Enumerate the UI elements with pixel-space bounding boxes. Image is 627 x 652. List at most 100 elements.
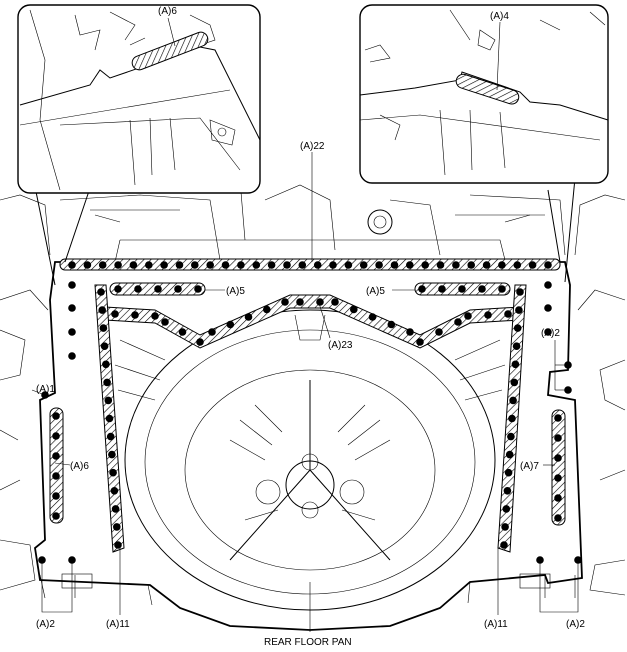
weld-spot xyxy=(564,361,572,369)
weld-spot xyxy=(498,261,506,269)
weld-spot xyxy=(267,261,276,269)
weld-spot xyxy=(196,338,204,346)
caption-rear-floor-pan: REAR FLOOR PAN xyxy=(264,637,352,648)
weld-spot xyxy=(554,414,562,422)
seam-a6-side xyxy=(49,407,64,524)
weld-spot xyxy=(478,285,486,293)
weld-spot xyxy=(484,311,492,319)
weld-spot xyxy=(83,261,92,269)
weld-spot xyxy=(103,378,111,387)
weld-spot xyxy=(208,328,216,336)
weld-spot xyxy=(134,285,142,293)
weld-spot xyxy=(114,541,122,549)
label-a11-right: (A)11 xyxy=(484,619,508,630)
weld-spot xyxy=(281,298,289,306)
weld-spot xyxy=(52,452,60,460)
label-a2-bottom-right: (A)2 xyxy=(566,619,585,630)
weld-spot xyxy=(503,487,512,495)
weld-spot xyxy=(564,386,572,394)
weld-spot xyxy=(114,285,122,293)
weld-spot xyxy=(68,328,76,336)
weld-spot xyxy=(544,261,552,269)
weld-spot xyxy=(421,261,430,269)
weld-spot xyxy=(452,261,460,269)
weld-spot xyxy=(454,318,462,326)
weld-spot xyxy=(554,454,562,462)
weld-spot xyxy=(97,288,105,296)
weld-spot xyxy=(252,261,261,269)
weld-spot xyxy=(554,494,562,502)
right-inset xyxy=(359,4,609,184)
weld-spot xyxy=(313,261,322,269)
weld-spot xyxy=(68,304,76,312)
weld-spot xyxy=(52,492,60,500)
weld-spot xyxy=(194,285,202,293)
weld-spot xyxy=(68,261,76,269)
weld-spot xyxy=(244,313,253,321)
leader-lines xyxy=(31,17,579,632)
weld-spot xyxy=(344,261,353,269)
weld-spot xyxy=(502,505,511,513)
weld-spot xyxy=(464,312,472,320)
weld-spot xyxy=(511,360,520,369)
weld-spot xyxy=(435,328,443,336)
label-inset-a6: (A)6 xyxy=(158,6,177,17)
weld-spot xyxy=(104,396,113,405)
weld-spot xyxy=(145,261,153,269)
weld-spot xyxy=(178,328,187,336)
weld-spot xyxy=(226,320,235,329)
weld-spot xyxy=(505,450,514,459)
body-structure xyxy=(0,179,626,596)
callout-labels: (A)6 (A)4 (A)22 (A)5 (A)5 (A)23 (A)1 (A)… xyxy=(36,6,585,648)
weld-spot xyxy=(98,261,107,269)
weld-spot xyxy=(98,306,106,314)
weld-spot xyxy=(375,261,383,269)
weld-spot xyxy=(528,261,537,269)
weld-spot xyxy=(350,305,358,314)
label-a7: (A)7 xyxy=(520,461,539,472)
weld-spot xyxy=(504,310,512,318)
label-a6-side: (A)6 xyxy=(70,461,89,472)
weld-spot xyxy=(52,512,60,520)
weld-spot xyxy=(52,412,60,420)
inset-seam-a6 xyxy=(131,31,209,71)
weld-spot xyxy=(316,298,324,306)
weld-spot xyxy=(111,310,119,318)
weld-spot xyxy=(387,320,396,329)
weld-spot xyxy=(102,360,110,369)
weld-spot xyxy=(436,261,445,269)
weld-spot xyxy=(111,505,120,513)
weld-spot xyxy=(110,487,119,495)
weld-spot xyxy=(516,288,524,296)
weld-spot xyxy=(114,261,122,269)
left-inset xyxy=(17,4,261,194)
weld-spot xyxy=(504,468,513,477)
weld-spot xyxy=(512,342,521,351)
label-a2-right: (A)2 xyxy=(541,328,560,339)
weld-spot xyxy=(129,261,138,269)
label-a5-right: (A)5 xyxy=(366,286,385,297)
weld-spot xyxy=(108,450,116,459)
weld-spot xyxy=(206,261,214,269)
weld-spot xyxy=(151,312,159,320)
label-a11-left: (A)11 xyxy=(106,619,130,630)
weld-spot xyxy=(510,378,519,387)
weld-spot xyxy=(554,474,562,482)
weld-spot xyxy=(406,328,414,336)
label-a1: (A)1 xyxy=(36,384,55,395)
weld-spot xyxy=(513,261,522,269)
weld-spot xyxy=(544,304,552,312)
weld-spot xyxy=(482,261,491,269)
weld-spot xyxy=(283,261,291,269)
label-a22: (A)22 xyxy=(300,141,325,152)
weld-spot xyxy=(498,285,506,293)
weld-spot xyxy=(221,261,230,269)
weld-spot xyxy=(175,261,184,269)
weld-spot xyxy=(109,468,117,477)
weld-spot xyxy=(154,285,162,293)
weld-spot xyxy=(438,285,446,293)
weld-spot xyxy=(99,324,108,332)
weld-spot xyxy=(161,318,169,326)
